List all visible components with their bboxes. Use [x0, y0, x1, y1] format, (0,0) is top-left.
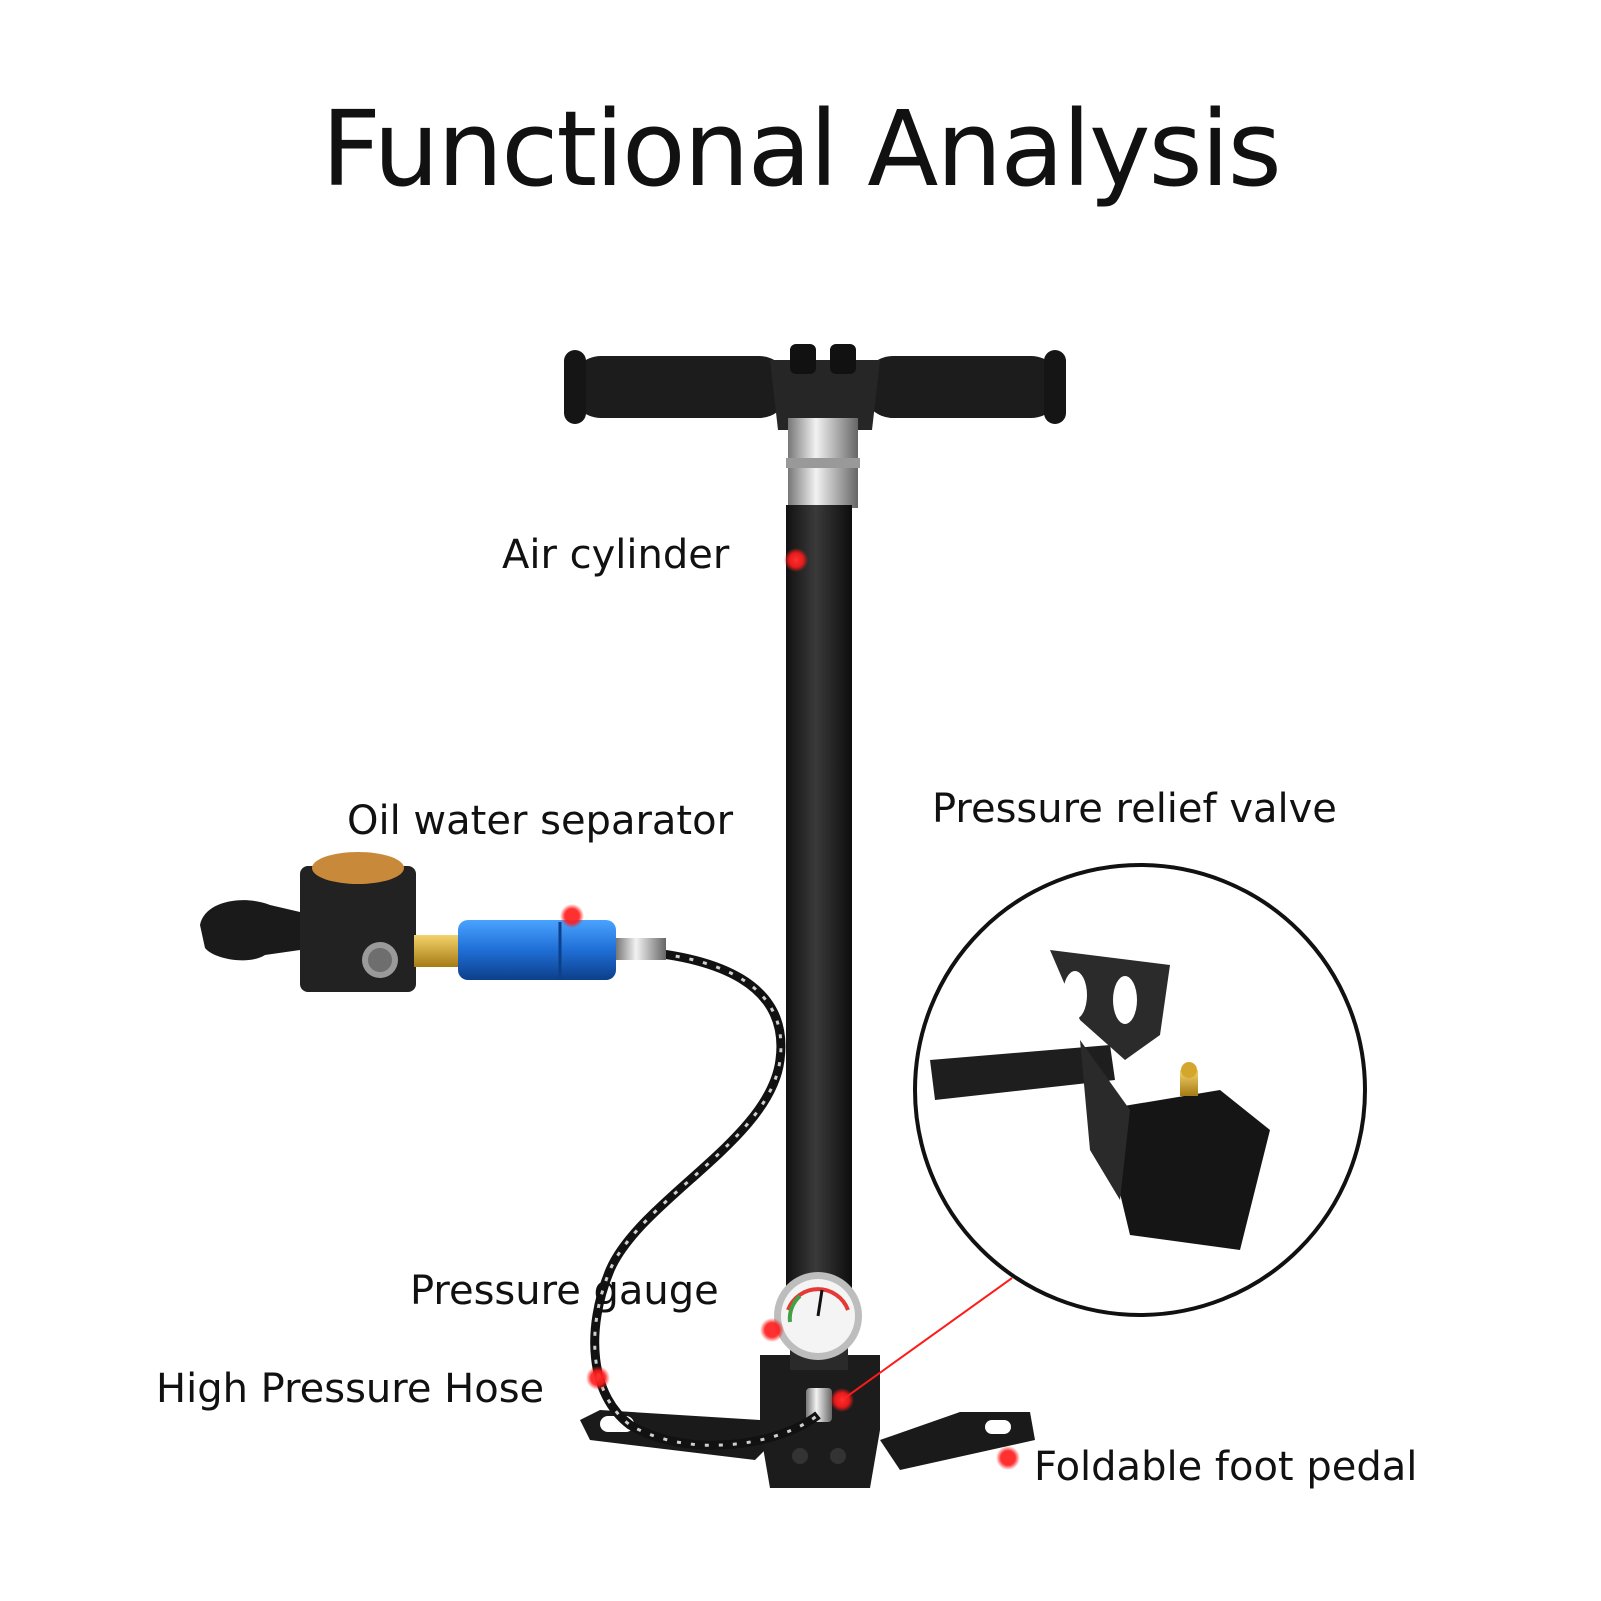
marker-air-cylinder — [784, 548, 808, 572]
relief-valve-callout-circle — [913, 863, 1367, 1317]
relief-valve-closeup — [930, 950, 1270, 1250]
label-air-cylinder: Air cylinder — [502, 532, 730, 578]
oil-water-separator-illustration — [200, 852, 616, 992]
t-handle — [564, 344, 1066, 430]
page-title: Functional Analysis — [321, 88, 1282, 210]
label-oil-water-separator: Oil water separator — [347, 798, 734, 844]
air-cylinder-tube — [786, 505, 852, 1315]
marker-oil-water-separator — [560, 904, 584, 928]
marker-pressure-relief-valve — [830, 1388, 854, 1412]
callout-pointer-line — [841, 1277, 1013, 1401]
label-pressure-relief-valve: Pressure relief valve — [932, 786, 1337, 832]
marker-pressure-gauge — [760, 1318, 784, 1342]
marker-high-pressure-hose — [586, 1366, 610, 1390]
marker-foot-pedal — [996, 1446, 1020, 1470]
label-pressure-gauge: Pressure gauge — [410, 1268, 719, 1314]
label-high-pressure-hose: High Pressure Hose — [156, 1366, 545, 1412]
pressure-gauge-illustration — [774, 1272, 862, 1370]
label-foldable-foot-pedal: Foldable foot pedal — [1034, 1444, 1418, 1490]
